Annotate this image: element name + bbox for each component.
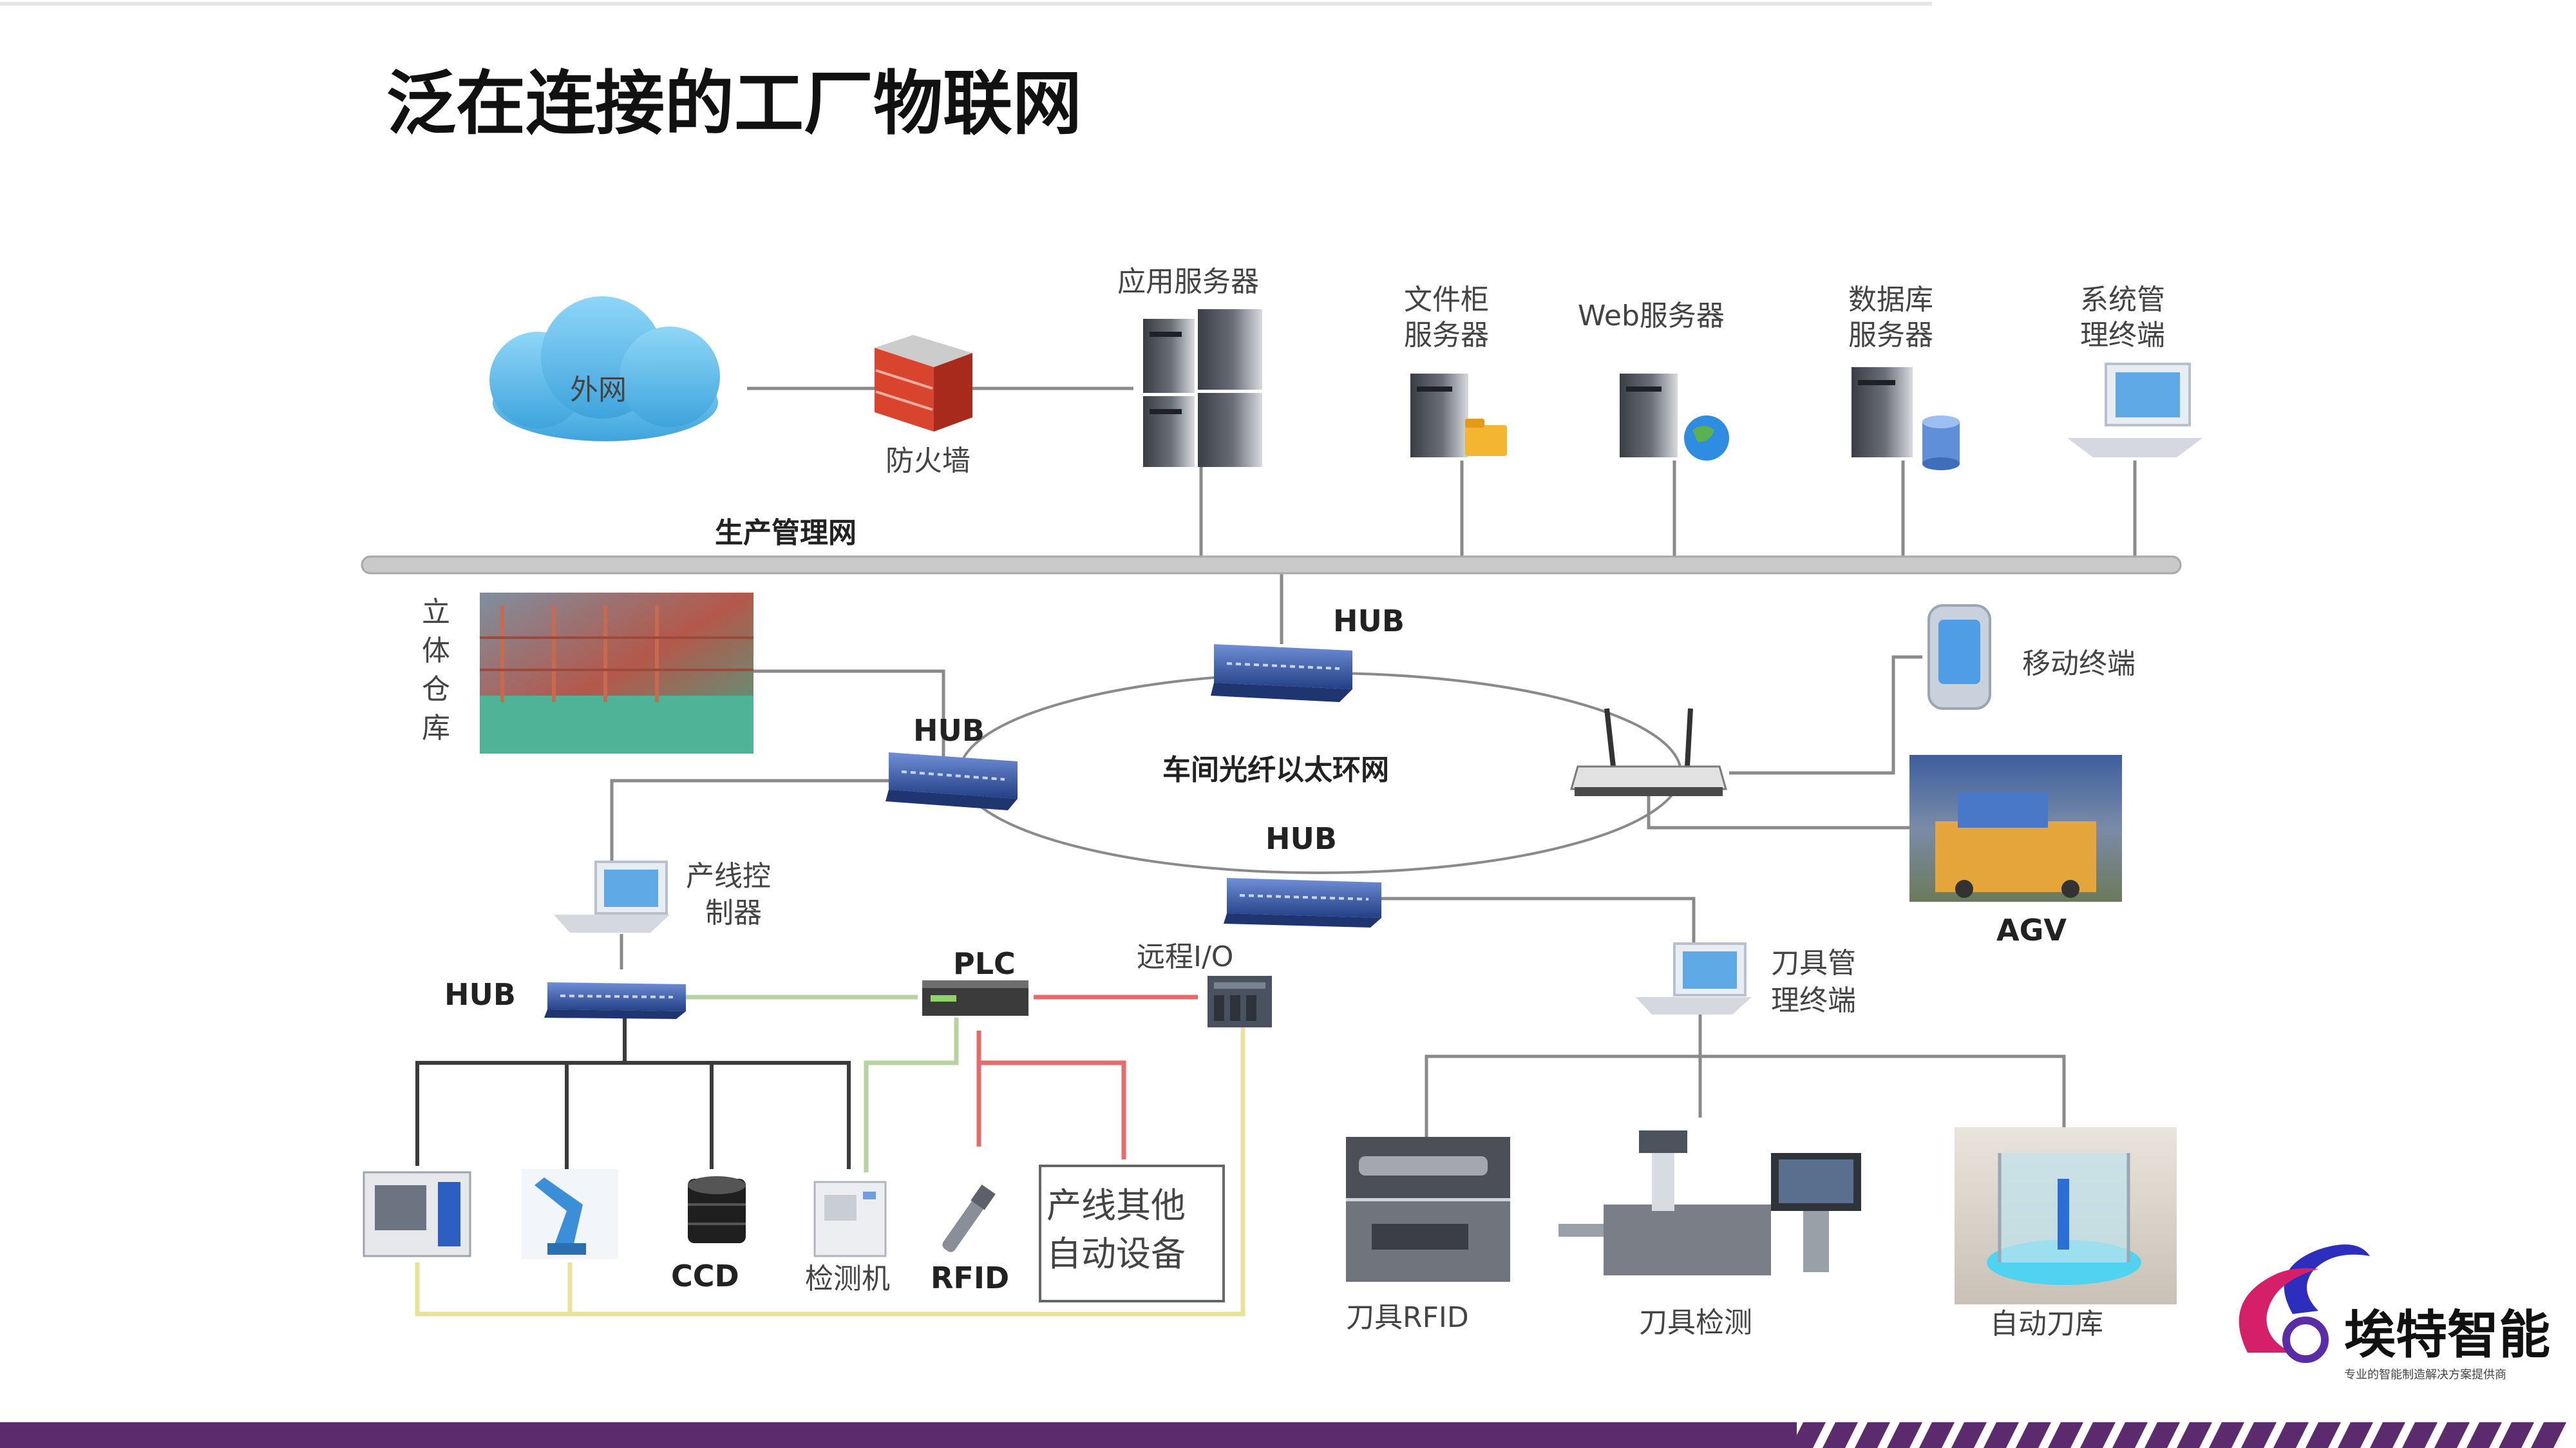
other-equipment-label-1: 产线其他 bbox=[1046, 1185, 1186, 1226]
plc-label: PLC bbox=[953, 946, 1016, 981]
plc-rfid-link bbox=[976, 1031, 1126, 1159]
line-controller-label-1: 产线控 bbox=[686, 860, 771, 893]
tool-terminal-label-1: 刀具管 bbox=[1771, 947, 1856, 980]
bottom-bar bbox=[0, 1422, 1797, 1448]
line-controller-label-2: 制器 bbox=[705, 897, 762, 929]
ccd-camera-icon bbox=[688, 1176, 746, 1243]
web-server-label: Web服务器 bbox=[1578, 300, 1725, 332]
system-terminal-label-1: 系统管 bbox=[2080, 283, 2165, 316]
agv-label: AGV bbox=[1996, 913, 2067, 948]
warehouse-label-4: 库 bbox=[422, 712, 450, 745]
cnc-machine-icon bbox=[363, 1171, 471, 1257]
hub-left-icon bbox=[886, 752, 1018, 810]
router-icon bbox=[1570, 708, 1727, 796]
device-bus bbox=[415, 1015, 851, 1169]
production-bus bbox=[361, 555, 2182, 575]
warehouse-label-1: 立 bbox=[422, 596, 450, 629]
warehouse-label-2: 体 bbox=[422, 634, 450, 667]
hub-left-label: HUB bbox=[913, 713, 985, 748]
plc-icon bbox=[922, 980, 1028, 1016]
inspection-machine-icon bbox=[813, 1181, 887, 1257]
firewall-icon bbox=[875, 335, 972, 432]
tool-terminal-label-2: 理终端 bbox=[1771, 984, 1856, 1017]
brand-name: 埃特智能 bbox=[2344, 1305, 2550, 1365]
hub-lower-label: HUB bbox=[444, 977, 516, 1012]
system-terminal-icon bbox=[2067, 363, 2202, 457]
db-server-icon bbox=[1852, 367, 1960, 470]
remote-io-icon bbox=[1208, 976, 1272, 1027]
db-server-label-1: 数据库 bbox=[1848, 283, 1933, 316]
rfid-reader-icon bbox=[942, 1184, 996, 1252]
tool-inspection-image bbox=[1558, 1130, 1861, 1275]
io-yellow-link bbox=[415, 1027, 1245, 1317]
web-server-icon bbox=[1620, 374, 1729, 461]
brand-tagline: 专业的智能制造解决方案提供商 bbox=[2344, 1368, 2506, 1382]
hub-top-label: HUB bbox=[1333, 604, 1405, 638]
tool-rfid-image bbox=[1346, 1137, 1510, 1282]
warehouse-image bbox=[480, 593, 753, 754]
agv-image bbox=[1909, 755, 2122, 902]
hub-top-icon bbox=[1211, 644, 1352, 702]
robot-arm-icon bbox=[522, 1169, 618, 1259]
remote-io-label: 远程I/O bbox=[1137, 940, 1233, 973]
mobile-terminal-label: 移动终端 bbox=[2022, 647, 2136, 680]
inspection-machine-label: 检测机 bbox=[805, 1262, 890, 1295]
hub-lower-icon bbox=[544, 982, 686, 1019]
bottom-bar-stripes bbox=[1790, 1422, 2566, 1448]
mobile-terminal-icon bbox=[1927, 604, 1991, 710]
file-server-label-2: 服务器 bbox=[1404, 319, 1489, 352]
plc-inspector-link bbox=[864, 1018, 959, 1172]
file-server-icon bbox=[1410, 374, 1507, 457]
ccd-label: CCD bbox=[671, 1259, 739, 1293]
auto-tool-store-image bbox=[1955, 1127, 2177, 1304]
firewall-label: 防火墙 bbox=[886, 444, 971, 477]
rfid-label: RFID bbox=[931, 1261, 1009, 1295]
tool-rfid-label: 刀具RFID bbox=[1346, 1301, 1469, 1334]
auto-tool-store-label: 自动刀库 bbox=[1990, 1308, 2103, 1340]
db-server-label-2: 服务器 bbox=[1848, 319, 1933, 352]
app-server-label: 应用服务器 bbox=[1117, 265, 1259, 298]
brand-logo-icon bbox=[2239, 1244, 2370, 1363]
line-controller-icon bbox=[554, 861, 670, 933]
page-title: 泛在连接的工厂物联网 bbox=[386, 64, 1082, 144]
system-terminal-label-2: 理终端 bbox=[2080, 319, 2165, 352]
connections bbox=[610, 386, 2137, 1137]
tool-terminal-icon bbox=[1636, 942, 1752, 1015]
warehouse-label-3: 仓 bbox=[422, 673, 450, 706]
production-bus-label: 生产管理网 bbox=[715, 517, 857, 549]
other-equipment-label-2: 自动设备 bbox=[1046, 1234, 1186, 1274]
cloud-icon bbox=[489, 296, 720, 441]
external-net-label: 外网 bbox=[570, 374, 627, 406]
ring-label: 车间光纤以太环网 bbox=[1162, 754, 1389, 786]
app-server-icon bbox=[1143, 309, 1262, 467]
tool-inspection-label: 刀具检测 bbox=[1639, 1306, 1752, 1339]
file-server-label-1: 文件柜 bbox=[1404, 283, 1489, 316]
other-equipment-box bbox=[1039, 1165, 1225, 1302]
hub-bottom-label: HUB bbox=[1265, 821, 1337, 856]
hub-bottom-icon bbox=[1224, 878, 1381, 928]
